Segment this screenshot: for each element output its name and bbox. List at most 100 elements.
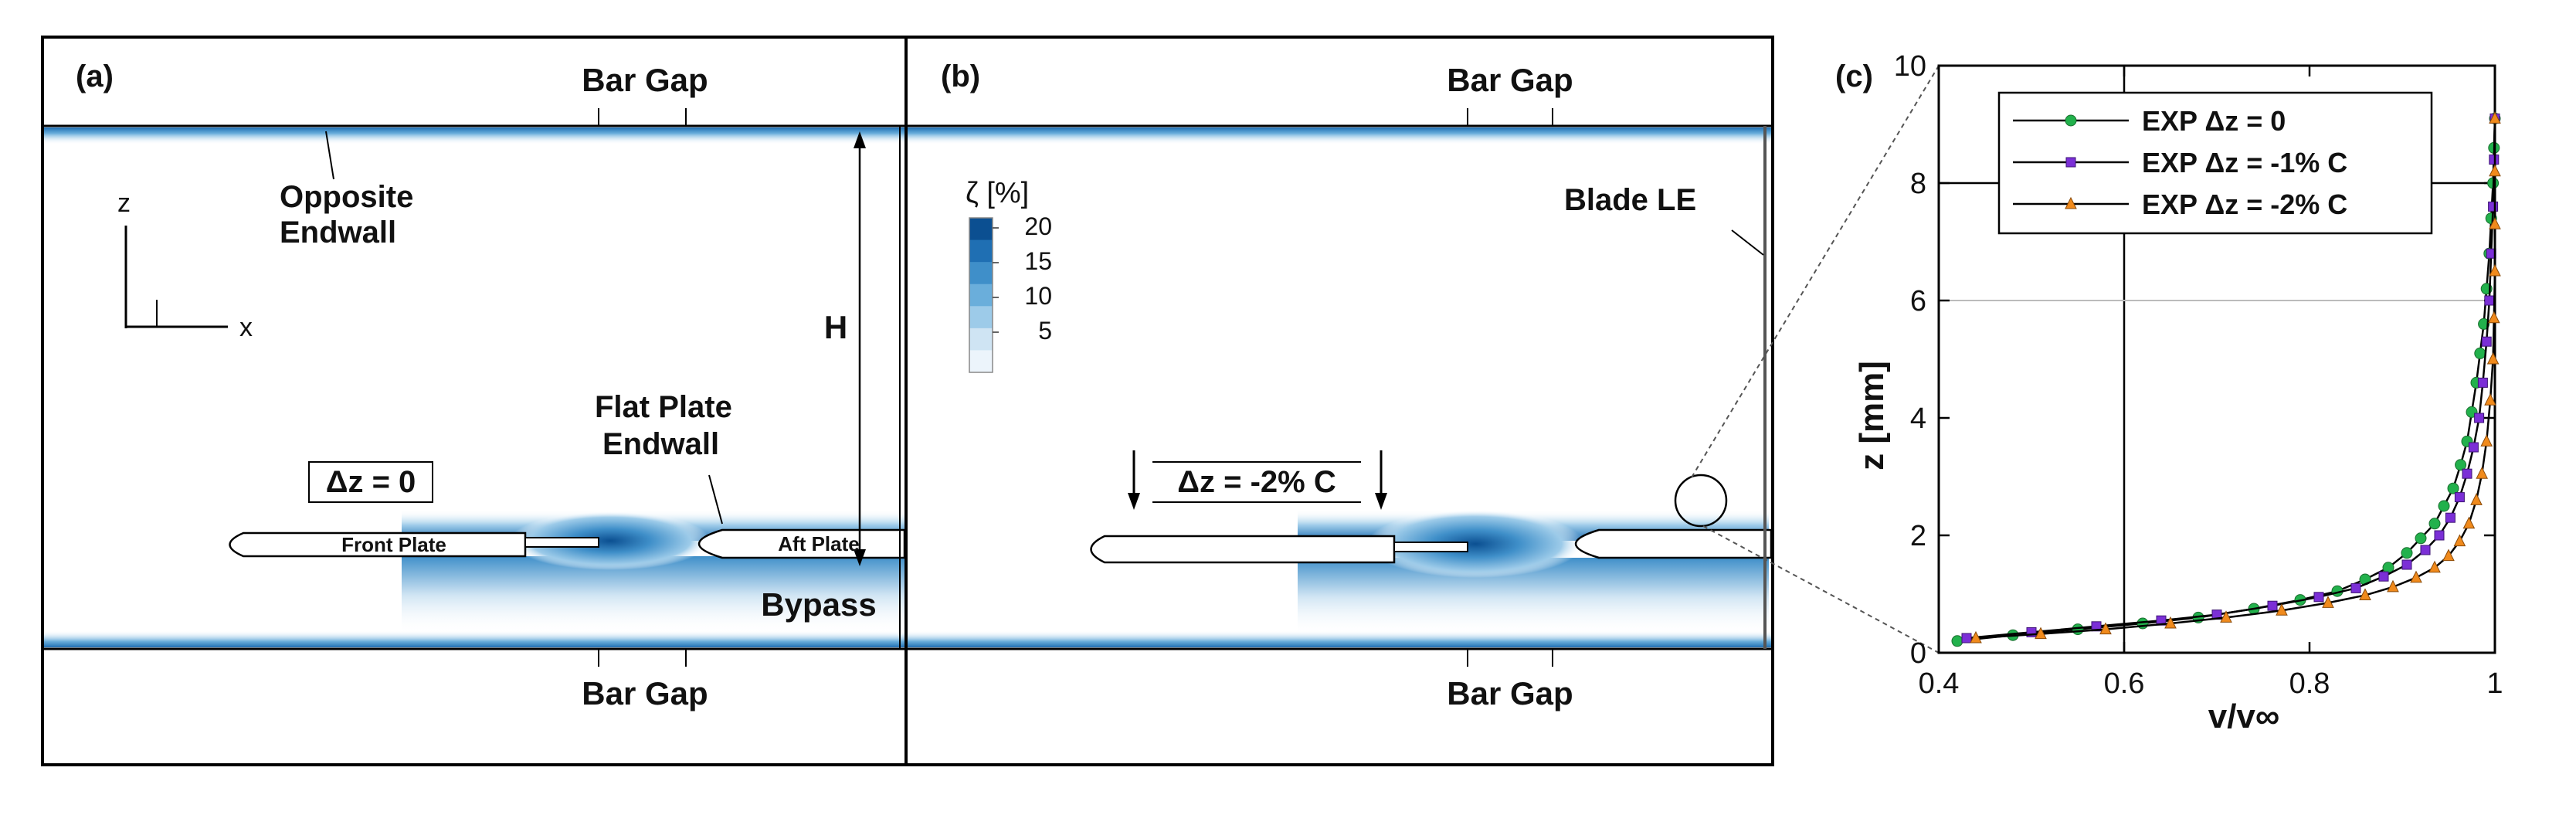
front-plate-label: Front Plate bbox=[341, 533, 446, 556]
data-point bbox=[1961, 633, 1972, 644]
y-tick-label: 8 bbox=[1910, 168, 1926, 200]
data-point bbox=[2489, 217, 2501, 229]
y-tick-label: 10 bbox=[1894, 50, 1926, 83]
data-point bbox=[2267, 600, 2278, 611]
data-point bbox=[2415, 532, 2427, 545]
y-tick-label: 2 bbox=[1910, 520, 1926, 552]
delta-z-b-label: Δz = -2% C bbox=[1177, 465, 1336, 499]
legend-entry: EXP Δz = -2% C bbox=[2142, 188, 2347, 220]
data-point bbox=[2164, 616, 2177, 629]
data-point bbox=[2470, 493, 2483, 505]
data-point bbox=[2486, 351, 2500, 365]
legend: EXP Δz = 0 EXP Δz = -1% C EXP Δz = -2% C bbox=[1997, 91, 2433, 235]
y-axis-label: z [mm] bbox=[1853, 361, 1891, 470]
data-point bbox=[2091, 621, 2102, 632]
panel-c-label: (c) bbox=[1835, 59, 1873, 93]
colorbar-swatch bbox=[969, 262, 993, 285]
data-point bbox=[2065, 114, 2077, 127]
data-point bbox=[2313, 592, 2324, 603]
data-point bbox=[2476, 467, 2489, 479]
data-point bbox=[2489, 263, 2501, 277]
height-label: H bbox=[824, 309, 847, 345]
x-tick-label: 0.4 bbox=[1919, 667, 1960, 700]
data-point bbox=[2401, 547, 2413, 559]
y-tick-label: 6 bbox=[1910, 285, 1926, 318]
data-point bbox=[2455, 459, 2467, 471]
colorbar-swatch bbox=[969, 284, 993, 307]
axis-z-label: z bbox=[117, 188, 131, 218]
opposite-endwall-line2: Endwall bbox=[280, 216, 396, 250]
colorbar-tick-label: 15 bbox=[1024, 247, 1052, 275]
axis-x-label: x bbox=[239, 313, 253, 342]
data-point bbox=[2410, 570, 2422, 583]
data-point bbox=[2484, 295, 2495, 306]
data-point bbox=[2447, 482, 2459, 494]
data-point bbox=[2065, 196, 2077, 209]
data-point bbox=[2474, 347, 2486, 359]
data-point bbox=[2462, 468, 2472, 479]
series-line bbox=[1975, 118, 2496, 640]
zoom-connector-bottom bbox=[1702, 525, 1940, 654]
data-point bbox=[2488, 201, 2499, 212]
data-point bbox=[2454, 492, 2465, 503]
colorbar: 20 15 10 5 bbox=[969, 212, 1052, 373]
flat-plate-endwall-line2: Endwall bbox=[602, 427, 719, 461]
data-point bbox=[2468, 442, 2479, 453]
colorbar-tick-label: 20 bbox=[1024, 212, 1052, 240]
zoom-connector-top bbox=[1691, 65, 1940, 478]
bar-gap-top-b-label: Bar Gap bbox=[1447, 62, 1573, 98]
data-point bbox=[2322, 596, 2334, 608]
bar-gap-bottom-label: Bar Gap bbox=[582, 675, 708, 711]
data-point bbox=[2220, 610, 2232, 623]
colorbar-swatch bbox=[969, 218, 993, 241]
data-point bbox=[2445, 512, 2456, 523]
data-point bbox=[2481, 336, 2492, 347]
data-point bbox=[2487, 311, 2500, 324]
x-tick-label: 0.6 bbox=[2104, 667, 2145, 700]
data-point bbox=[2434, 530, 2445, 541]
x-tick-label: 1 bbox=[2486, 667, 2503, 700]
data-point bbox=[1970, 630, 1982, 644]
colorbar-swatch bbox=[969, 328, 993, 351]
data-point bbox=[2489, 164, 2501, 177]
colorbar-tick-label: 10 bbox=[1024, 282, 1052, 310]
data-point bbox=[2484, 393, 2496, 406]
data-point bbox=[2489, 111, 2501, 124]
data-point bbox=[2350, 582, 2361, 593]
data-point bbox=[1951, 635, 1963, 647]
data-point bbox=[2378, 571, 2389, 582]
colorbar-swatch bbox=[969, 306, 993, 329]
data-point bbox=[2099, 622, 2112, 635]
colorbar-swatch bbox=[969, 239, 993, 263]
flat-plate-endwall-line1: Flat Plate bbox=[595, 390, 732, 424]
data-point bbox=[2359, 588, 2371, 601]
bar-gap-bottom-b-label: Bar Gap bbox=[1447, 675, 1573, 711]
data-point bbox=[2401, 559, 2412, 570]
legend-entry: EXP Δz = -1% C bbox=[2142, 147, 2347, 178]
data-point bbox=[2480, 434, 2493, 447]
aft-plate-label: Aft Plate bbox=[778, 532, 859, 555]
y-tick-label: 0 bbox=[1910, 637, 1926, 670]
panel-a-label: (a) bbox=[76, 59, 114, 93]
data-point bbox=[2276, 603, 2288, 616]
y-tick-label: 4 bbox=[1910, 402, 1926, 435]
data-point bbox=[2387, 579, 2399, 593]
series-line bbox=[1966, 118, 2496, 640]
legend-entry: EXP Δz = 0 bbox=[2142, 105, 2286, 137]
data-point bbox=[2462, 516, 2476, 529]
data-point bbox=[2478, 318, 2490, 330]
data-point bbox=[2474, 413, 2485, 423]
data-point bbox=[2420, 545, 2431, 555]
colorbar-tick-label: 5 bbox=[1038, 317, 1052, 345]
bypass-label: Bypass bbox=[761, 586, 876, 623]
data-point bbox=[2477, 377, 2488, 388]
blade-le-label: Blade LE bbox=[1564, 183, 1696, 217]
data-point bbox=[2453, 534, 2466, 547]
data-point bbox=[2442, 548, 2455, 562]
data-point bbox=[2035, 627, 2047, 640]
colorbar-title: ζ [%] bbox=[966, 177, 1029, 209]
colorbar-swatch bbox=[969, 350, 993, 373]
